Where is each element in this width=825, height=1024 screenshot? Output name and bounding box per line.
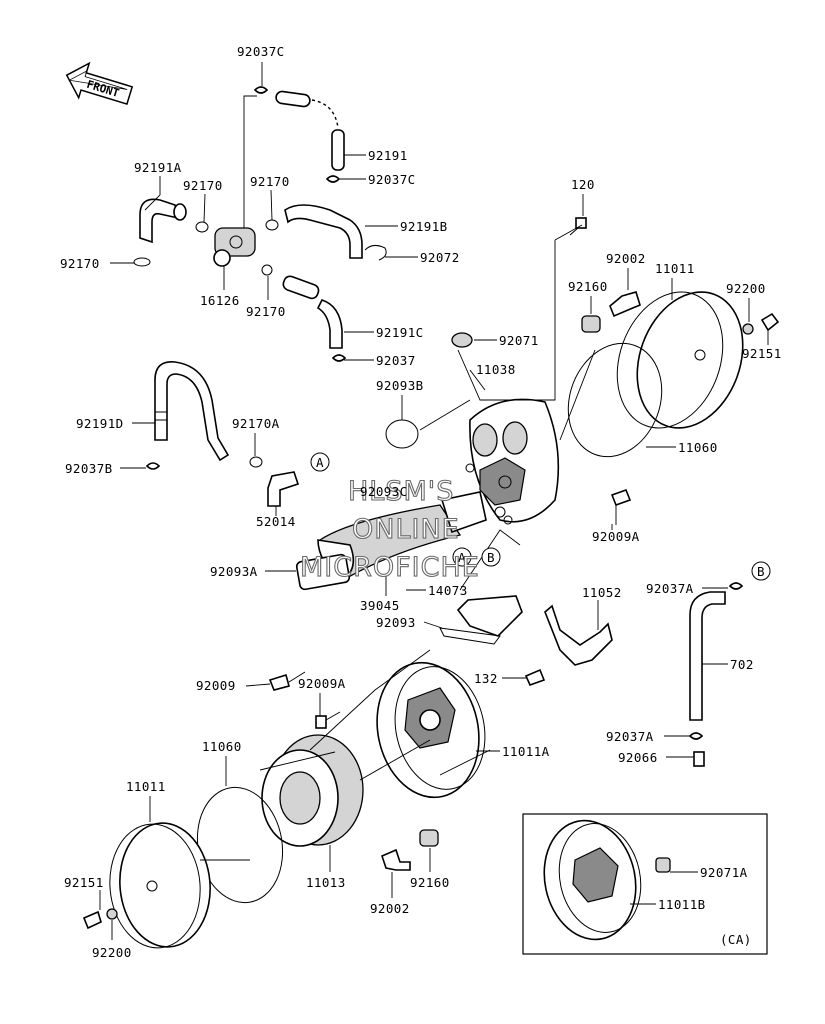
svg-text:A: A: [458, 550, 466, 565]
part-label-92002-bot: 92002: [370, 901, 410, 916]
part-label-92071A: 92071A: [700, 865, 748, 880]
part-label-92191: 92191: [368, 148, 408, 163]
intake-39045: [295, 463, 513, 591]
part-label-92093: 92093: [376, 615, 416, 630]
ring-11060-top: [567, 342, 663, 458]
ref-circle-b-1: B: [481, 547, 501, 567]
svg-text:ONLINE: ONLINE: [352, 514, 460, 545]
part-label-92009: 92009: [196, 678, 236, 693]
part-label-14073: 14073: [428, 583, 468, 598]
part-label-11060-top: 11060: [678, 440, 718, 455]
part-label-702: 702: [730, 657, 754, 672]
part-label-92072: 92072: [420, 250, 460, 265]
part-label-92151-bot: 92151: [64, 875, 104, 890]
part-label-92191A: 92191A: [134, 160, 182, 175]
part-label-11038: 11038: [476, 362, 516, 377]
svg-text:B: B: [487, 550, 495, 565]
part-label-39045: 39045: [360, 598, 400, 613]
part-label-11011B: 11011B: [658, 897, 706, 912]
part-label-92037A-top: 92037A: [646, 581, 694, 596]
part-label-92037B: 92037B: [65, 461, 113, 476]
upper-hose-group: [133, 62, 387, 362]
part-label-92170-b: 92170: [250, 174, 290, 189]
part-label-11011-top: 11011: [655, 261, 695, 276]
watermark: HLSM'S ONLINE MICROFICHE: [299, 475, 480, 583]
ref-circle-b-2: B: [751, 561, 771, 581]
part-label-92093B: 92093B: [376, 378, 424, 393]
hose-92191D: [145, 361, 300, 507]
part-label-92009A-right: 92009A: [592, 529, 640, 544]
backing-plate-11038: [451, 217, 641, 523]
part-label-92093A: 92093A: [210, 564, 258, 579]
part-label-92002-top: 92002: [606, 251, 646, 266]
bolt-92009: [268, 673, 290, 691]
part-label-120: 120: [571, 177, 595, 192]
part-label-92191D: 92191D: [76, 416, 124, 431]
part-label-11011A: 11011A: [502, 744, 550, 759]
part-label-92200-top: 92200: [726, 281, 766, 296]
part-label-92170-left: 92170: [60, 256, 100, 271]
part-label-92191B: 92191B: [400, 219, 448, 234]
washer-92200-bot: [106, 908, 118, 920]
bolt-92009A-right: [610, 488, 632, 507]
part-label-92009A-mid: 92009A: [298, 676, 346, 691]
inset-box: [522, 813, 768, 955]
front-arrow-icon: FRONT: [65, 61, 134, 106]
part-label-92071: 92071: [499, 333, 539, 348]
leader-lines: [99, 154, 769, 940]
gasket-92093B: [385, 419, 419, 449]
part-label-16126: 16126: [200, 293, 240, 308]
svg-text:B: B: [757, 564, 765, 579]
part-label-92037: 92037: [376, 353, 416, 368]
part-label-92151-top: 92151: [742, 346, 782, 361]
part-label-92191C: 92191C: [376, 325, 424, 340]
svg-text:HLSM'S: HLSM'S: [348, 476, 454, 507]
part-label-92170-c: 92170: [246, 304, 286, 319]
bolt-92002-bot: [381, 848, 411, 871]
part-label-92160-bot: 92160: [410, 875, 450, 890]
svg-text:A: A: [316, 455, 324, 470]
part-label-92200-bot: 92200: [92, 945, 132, 960]
part-label-11060-bot: 11060: [202, 739, 242, 754]
part-label-92037A-bot: 92037A: [606, 729, 654, 744]
part-labels: 92037C 92191 92037C 92191A 92170 92170 9…: [60, 44, 782, 960]
bracket-11052: [544, 604, 613, 666]
filter-11013: [261, 734, 364, 847]
part-label-11011-bot: 11011: [126, 779, 166, 794]
bolt-92151-bot: [82, 910, 102, 930]
cover-11011-bottom: [109, 822, 211, 949]
part-label-92170-a: 92170: [183, 178, 223, 193]
part-label-92160-top: 92160: [568, 279, 608, 294]
bolt-92009A-mid: [315, 715, 327, 729]
part-label-52014: 52014: [256, 514, 296, 529]
part-label-92093C: 92093C: [360, 484, 408, 499]
part-label-11052: 11052: [582, 585, 622, 600]
part-label-92066: 92066: [618, 750, 658, 765]
ref-circle-a-2: A: [452, 547, 472, 567]
collar-92160-bot: [419, 829, 439, 847]
part-label-92037C-top: 92037C: [237, 44, 285, 59]
ref-circle-a-1: A: [310, 452, 330, 472]
part-label-92037C-mid: 92037C: [368, 172, 416, 187]
part-label-132: 132: [474, 671, 498, 686]
inset-label: (CA): [720, 932, 752, 947]
hose-702: [688, 582, 744, 767]
part-label-11013: 11013: [306, 875, 346, 890]
svg-text:MICROFICHE: MICROFICHE: [300, 552, 480, 583]
airbox-11011A: [376, 661, 486, 799]
part-label-92170A: 92170A: [232, 416, 280, 431]
duct-14073: [456, 595, 523, 637]
